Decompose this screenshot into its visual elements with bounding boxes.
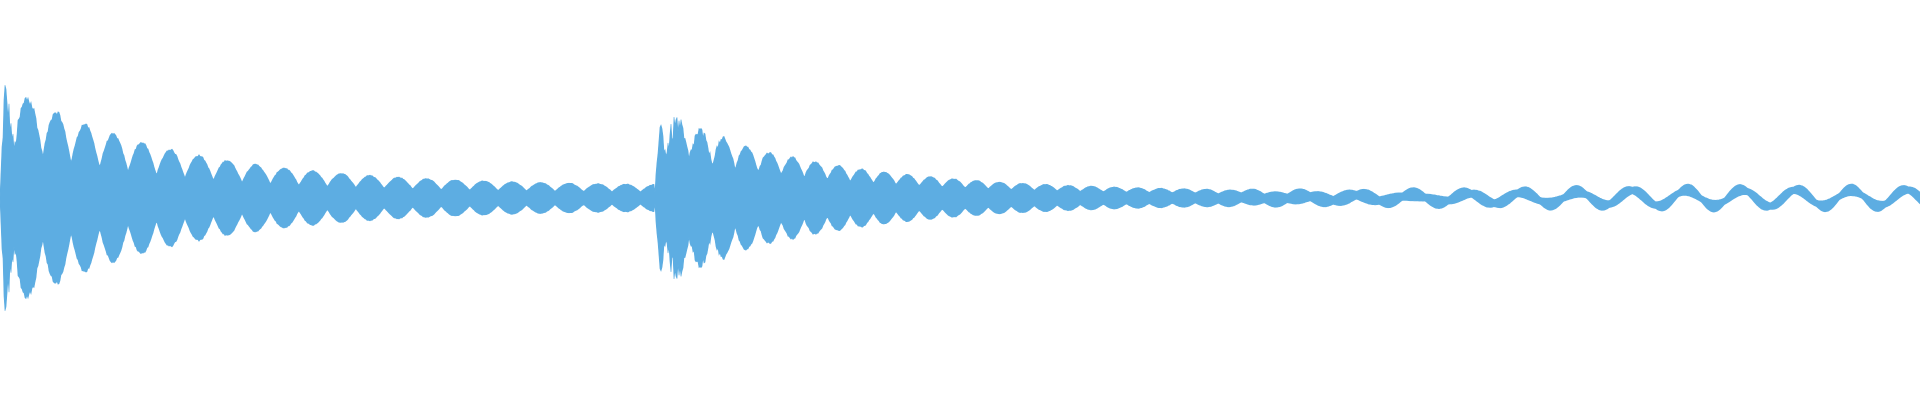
waveform-envelope — [0, 85, 1920, 311]
